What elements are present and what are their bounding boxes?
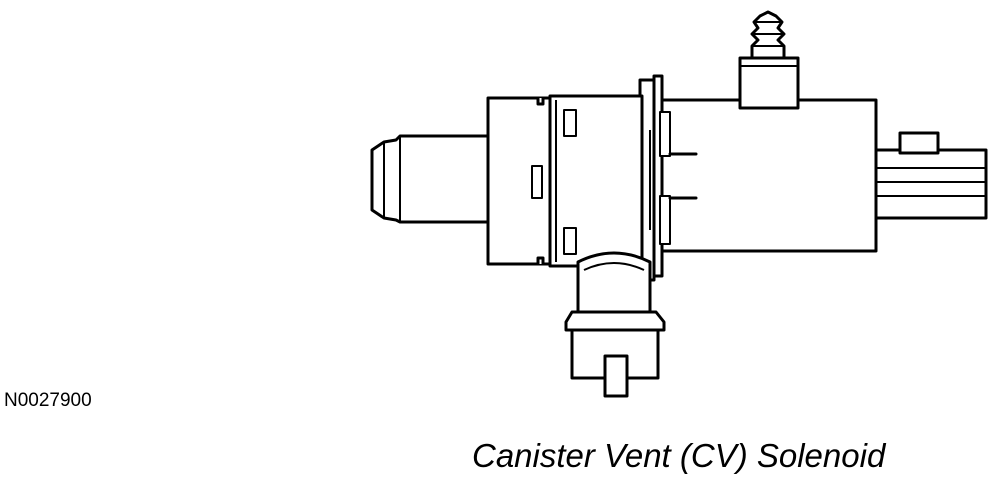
figure-reference-code: N0027900 [4, 390, 92, 411]
bottom-outlet-port [564, 251, 666, 398]
figure-caption: Canister Vent (CV) Solenoid [472, 437, 886, 474]
electrical-connector [874, 131, 988, 220]
hose-nipple [370, 134, 490, 224]
vent-housing [486, 94, 644, 268]
solenoid-body [660, 98, 878, 253]
top-vacuum-fitting [738, 10, 800, 110]
